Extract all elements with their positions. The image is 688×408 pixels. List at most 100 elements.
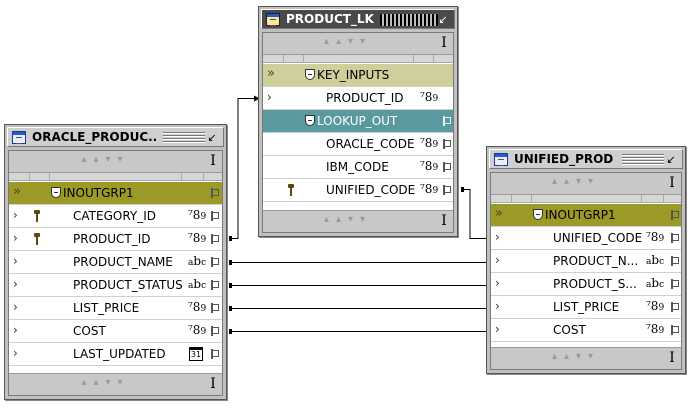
target-body: ▴▴▾▾ I » INOUTGRP1 › UNIFIED_CODE ⁷89 › … <box>490 172 682 370</box>
table-icon <box>12 131 26 144</box>
ibeam-icon[interactable]: I <box>210 376 216 392</box>
lookup-top-navbar: ▴▴▾▾ I <box>263 33 453 55</box>
string-type-icon: abc <box>188 277 207 291</box>
lookup-title: PRODUCT_LK <box>286 12 374 26</box>
field-row-product-id[interactable]: › PRODUCT_ID ⁷89 <box>263 87 453 110</box>
field-row-product-id[interactable]: › PRODUCT_ID ⁷89 <box>9 228 222 251</box>
field-label: UNIFIED_CODE <box>553 231 643 245</box>
chevron-right-icon[interactable]: › <box>13 277 18 291</box>
group-icon <box>533 209 543 220</box>
chevron-right-icon[interactable]: › <box>267 90 272 104</box>
group-icon <box>305 69 315 80</box>
output-flag-icon <box>211 188 219 198</box>
minimize-icon[interactable]: ↙ <box>207 131 217 144</box>
group-label: LOOKUP_OUT <box>317 114 398 128</box>
numeric-type-icon: ⁷89 <box>188 323 207 337</box>
scroll-arrows-icon[interactable]: ▴▴▾▾ <box>551 351 601 362</box>
ibeam-icon[interactable]: I <box>441 35 447 51</box>
group-row-key-inputs[interactable]: » KEY_INPUTS <box>263 64 453 87</box>
field-row-product-status[interactable]: › PRODUCT_STATUS abc <box>9 274 222 297</box>
target-titlebar[interactable]: UNIFIED_PROD... ↙ <box>489 149 683 169</box>
connector-product-id-to-lookup <box>231 98 254 239</box>
string-type-icon: abc <box>646 253 665 267</box>
group-label: INOUTGRP1 <box>63 186 134 200</box>
scroll-arrows-icon[interactable]: ▴▴▾▾ <box>81 154 130 165</box>
lookup-operator-product-lk[interactable]: PRODUCT_LK ↙ ▴▴▾▾ I » KEY_INPUTS › PRODU… <box>258 6 458 237</box>
scroll-arrows-icon[interactable]: ▴▴▾▾ <box>81 377 130 388</box>
key-icon <box>288 184 294 196</box>
group-row-inoutgrp1[interactable]: » INOUTGRP1 <box>491 204 681 227</box>
field-label: PRODUCT_ID <box>73 232 151 246</box>
chevron-right-icon[interactable]: › <box>495 322 500 336</box>
column-header <box>263 55 453 63</box>
output-flag-icon <box>671 302 679 312</box>
scroll-arrows-icon[interactable]: ▴▴▾▾ <box>551 176 601 187</box>
chevron-right-icon[interactable]: › <box>13 323 18 337</box>
ibeam-icon[interactable]: I <box>669 350 675 366</box>
numeric-type-icon: ⁷89 <box>188 231 207 245</box>
field-row-unified-code[interactable]: › UNIFIED_CODE ⁷89 <box>491 227 681 250</box>
field-row-product-name[interactable]: › PRODUCT_NAME abc <box>9 251 222 274</box>
chevron-right-icon[interactable]: › <box>13 231 18 245</box>
chevron-right-icon[interactable]: › <box>495 299 500 313</box>
chevron-right-icon[interactable]: › <box>495 230 500 244</box>
scroll-arrows-icon[interactable]: ▴▴▾▾ <box>323 36 373 47</box>
group-icon <box>51 187 61 198</box>
target-operator-unified-products[interactable]: UNIFIED_PROD... ↙ ▴▴▾▾ I » INOUTGRP1 › U… <box>486 146 686 374</box>
lookup-body: ▴▴▾▾ I » KEY_INPUTS › PRODUCT_ID ⁷89 LOO… <box>262 32 454 233</box>
minimize-icon[interactable]: ↙ <box>438 13 448 26</box>
group-icon <box>305 115 315 126</box>
source-bottom-navbar: ▴▴▾▾ I <box>9 373 222 395</box>
ibeam-icon[interactable]: I <box>210 153 216 169</box>
lookup-titlebar[interactable]: PRODUCT_LK ↙ <box>261 9 455 29</box>
field-row-cost[interactable]: › COST ⁷89 <box>491 319 681 342</box>
scroll-arrows-icon[interactable]: ▴▴▾▾ <box>323 214 373 225</box>
field-row-category-id[interactable]: › CATEGORY_ID ⁷89 <box>9 205 222 228</box>
drag-grip[interactable] <box>380 14 438 26</box>
output-flag-icon <box>211 211 219 221</box>
double-chevron-icon[interactable]: » <box>13 184 21 199</box>
source-top-navbar: ▴▴▾▾ I <box>9 151 222 173</box>
chevron-right-icon[interactable]: › <box>13 346 18 360</box>
source-titlebar[interactable]: ORACLE_PRODUC... ↙ <box>7 127 224 147</box>
field-row-list-price[interactable]: › LIST_PRICE ⁷89 <box>9 297 222 320</box>
field-row-ibm-code[interactable]: IBM_CODE ⁷89 <box>263 156 453 179</box>
source-operator-oracle-products[interactable]: ORACLE_PRODUC... ↙ ▴▴▾▾ I » INOUTGRP1 › … <box>4 124 227 400</box>
output-flag-icon <box>671 233 679 243</box>
output-flag-icon <box>671 210 679 220</box>
drag-grip[interactable] <box>622 154 664 166</box>
numeric-type-icon: ⁷89 <box>188 300 207 314</box>
field-label: CATEGORY_ID <box>73 209 156 223</box>
chevron-right-icon[interactable]: › <box>13 300 18 314</box>
output-flag-icon <box>671 279 679 289</box>
target-bottom-navbar: ▴▴▾▾ I <box>491 347 681 369</box>
field-label: COST <box>553 323 586 337</box>
ibeam-icon[interactable]: I <box>441 213 447 229</box>
chevron-right-icon[interactable]: › <box>13 208 18 222</box>
chevron-right-icon[interactable]: › <box>495 253 500 267</box>
string-type-icon: abc <box>188 254 207 268</box>
chevron-right-icon[interactable]: › <box>13 254 18 268</box>
target-title: UNIFIED_PROD... <box>514 152 614 166</box>
ibeam-icon[interactable]: I <box>669 175 675 191</box>
output-flag-icon <box>443 116 451 126</box>
drag-grip[interactable] <box>163 132 205 144</box>
field-row-product-name[interactable]: › PRODUCT_N... abc <box>491 250 681 273</box>
double-chevron-icon[interactable]: » <box>267 66 275 81</box>
field-row-list-price[interactable]: › LIST_PRICE ⁷89 <box>491 296 681 319</box>
field-label: PRODUCT_S... <box>553 277 637 291</box>
field-row-last-updated[interactable]: › LAST_UPDATED 31 <box>9 343 222 366</box>
field-row-product-status[interactable]: › PRODUCT_S... abc <box>491 273 681 296</box>
minimize-icon[interactable]: ↙ <box>666 153 676 166</box>
field-row-unified-code[interactable]: UNIFIED_CODE ⁷89 <box>263 179 453 202</box>
key-icon <box>34 210 40 222</box>
output-flag-icon <box>211 280 219 290</box>
calendar-icon: 31 <box>189 347 203 361</box>
group-row-inoutgrp1[interactable]: » INOUTGRP1 <box>9 182 222 205</box>
field-label: LIST_PRICE <box>553 300 620 314</box>
double-chevron-icon[interactable]: » <box>495 206 503 221</box>
field-row-oracle-code[interactable]: ORACLE_CODE ⁷89 <box>263 133 453 156</box>
group-row-lookup-out[interactable]: LOOKUP_OUT <box>263 110 453 133</box>
chevron-right-icon[interactable]: › <box>495 276 500 290</box>
field-row-cost[interactable]: › COST ⁷89 <box>9 320 222 343</box>
